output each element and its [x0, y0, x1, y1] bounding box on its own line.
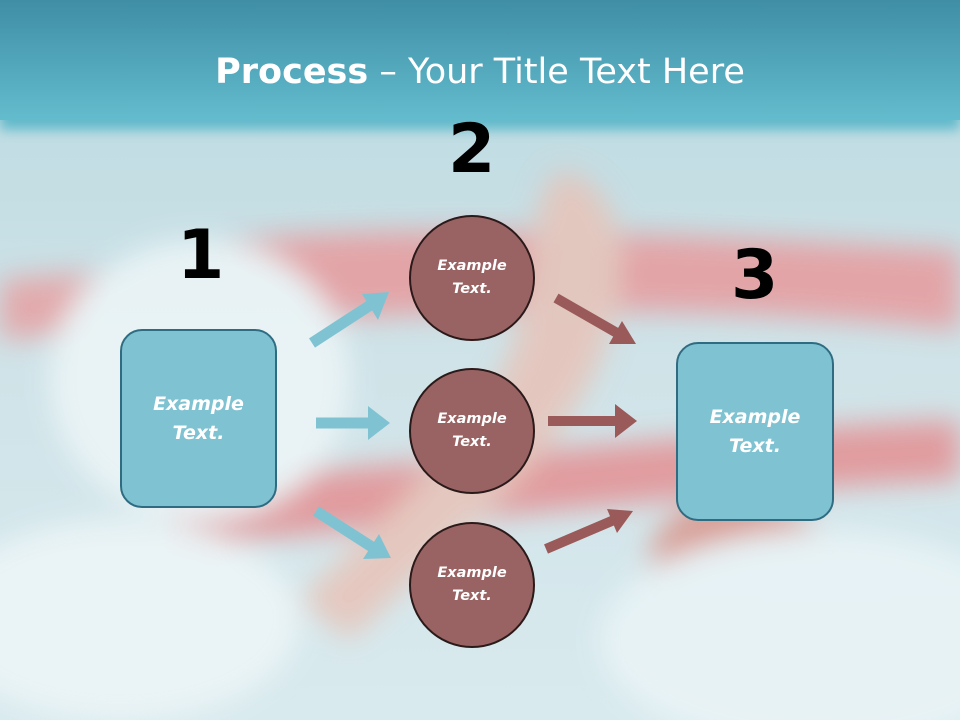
circle-bottom-text: Example Text.	[437, 562, 506, 608]
red-arrow-middle	[548, 404, 637, 438]
step-1-text-line2: Text.	[172, 421, 225, 444]
circle-top-line1: Example	[437, 258, 507, 274]
blue-arrow-up	[309, 292, 389, 348]
step-1-box[interactable]: Example Text.	[120, 329, 277, 508]
circle-middle-line2: Text.	[452, 434, 492, 450]
red-arrow-up	[544, 509, 633, 554]
blue-arrow-middle	[316, 406, 390, 440]
red-arrow-down	[553, 293, 636, 344]
circle-bottom[interactable]: Example Text.	[409, 522, 535, 648]
step-1-text-line1: Example	[153, 392, 244, 415]
circle-top[interactable]: Example Text.	[409, 215, 535, 341]
step-number-1: 1	[177, 216, 225, 295]
circle-middle-line1: Example	[437, 411, 507, 427]
step-3-text-line2: Text.	[729, 434, 781, 457]
circle-top-text: Example Text.	[437, 255, 506, 301]
circle-middle[interactable]: Example Text.	[409, 368, 535, 494]
slide-title: Process – Your Title Text Here	[0, 52, 960, 92]
circle-bottom-line2: Text.	[452, 588, 492, 604]
step-1-box-text: Example Text.	[153, 390, 244, 448]
step-number-2: 2	[448, 110, 496, 189]
title-bold: Process	[215, 52, 369, 92]
step-3-box-text: Example Text.	[710, 403, 801, 461]
circle-bottom-line1: Example	[437, 565, 507, 581]
step-number-3: 3	[731, 236, 779, 315]
circle-middle-text: Example Text.	[437, 408, 506, 454]
blue-arrow-down	[313, 506, 391, 559]
title-rest: – Your Title Text Here	[368, 52, 745, 92]
step-3-text-line1: Example	[709, 405, 801, 428]
step-3-box[interactable]: Example Text.	[676, 342, 834, 521]
circle-top-line2: Text.	[452, 281, 492, 297]
